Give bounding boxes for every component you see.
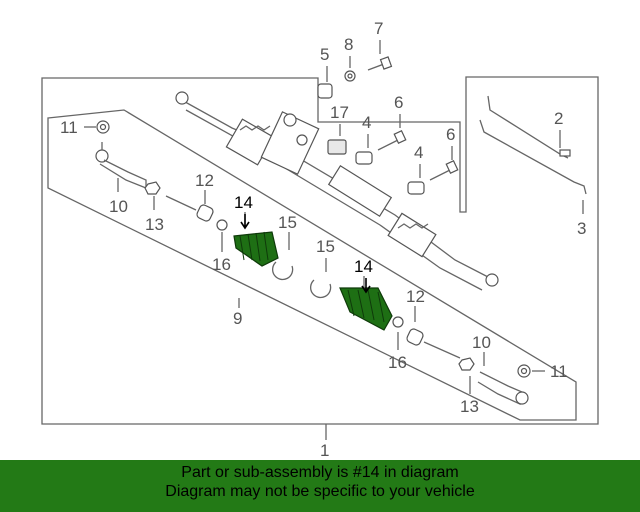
callout-11-right: 11 xyxy=(550,362,568,381)
callout-6-lower: 6 xyxy=(446,125,455,144)
boot-14-right xyxy=(339,287,393,331)
callout-6-upper: 6 xyxy=(394,93,403,112)
callout-14-left: 14 xyxy=(234,193,253,212)
boot-14-left xyxy=(233,231,279,267)
callout-10-right: 10 xyxy=(472,333,491,352)
bolt-7 xyxy=(367,56,393,71)
callout-13-left: 13 xyxy=(145,215,164,234)
callout-16-right: 16 xyxy=(388,353,407,372)
callout-3: 3 xyxy=(577,219,586,238)
clamp-15-left xyxy=(272,261,294,281)
bolt-6a xyxy=(377,129,407,151)
bushing-5 xyxy=(317,83,333,99)
tie-rod-end-10-left xyxy=(95,142,147,189)
line-bracket-2 xyxy=(479,95,587,195)
clamp-16-left xyxy=(216,219,228,231)
callout-2: 2 xyxy=(554,109,563,128)
washer-8 xyxy=(344,70,356,82)
arrow-14-left xyxy=(240,214,250,230)
callout-15-right: 15 xyxy=(316,237,335,256)
callout-16-left: 16 xyxy=(212,255,231,274)
bushing-4a xyxy=(355,151,373,165)
callout-12-right: 12 xyxy=(406,287,425,306)
callout-5: 5 xyxy=(320,45,329,64)
callout-7: 7 xyxy=(374,19,383,38)
steering-rack xyxy=(175,91,499,291)
callout-14-right: 14 xyxy=(354,257,373,276)
callout-17: 17 xyxy=(330,103,349,122)
inner-tie-rod-12-left xyxy=(165,195,214,222)
callout-1: 1 xyxy=(320,441,329,460)
callout-9: 9 xyxy=(233,309,242,328)
bushing-17 xyxy=(327,139,347,155)
banner-line-2: Diagram may not be specific to your vehi… xyxy=(165,483,475,500)
nut-11-left xyxy=(96,120,110,134)
callout-12-left: 12 xyxy=(195,171,214,190)
callout-10-left: 10 xyxy=(109,197,128,216)
bushing-4b xyxy=(407,181,425,195)
info-banner: Part or sub-assembly is #14 in diagram D… xyxy=(0,460,640,512)
leader-lines xyxy=(84,40,584,440)
clamp-15-right xyxy=(310,279,332,299)
callout-4-lower: 4 xyxy=(414,143,423,162)
bolt-6b xyxy=(429,159,459,181)
callout-15-left: 15 xyxy=(278,213,297,232)
arrow-14-right xyxy=(361,278,371,294)
callout-11-left: 11 xyxy=(60,118,78,137)
inner-tie-rod-12-right xyxy=(406,328,461,359)
callout-8: 8 xyxy=(344,35,353,54)
clamp-16-right xyxy=(392,316,404,328)
tie-rod-end-10-right xyxy=(477,371,529,405)
callout-13-right: 13 xyxy=(460,397,479,416)
exploded-parts-diagram: 7 8 5 17 4 6 4 6 2 3 11 10 13 12 14 15 1… xyxy=(41,19,599,460)
jam-nut-13-right xyxy=(458,357,475,371)
nut-11-right xyxy=(517,364,531,378)
banner-line-1: Part or sub-assembly is #14 in diagram xyxy=(181,464,459,481)
jam-nut-13-left xyxy=(144,181,161,195)
assembly-frame xyxy=(41,76,599,425)
boot-kit-frame xyxy=(47,109,577,421)
callout-4-upper: 4 xyxy=(362,113,371,132)
